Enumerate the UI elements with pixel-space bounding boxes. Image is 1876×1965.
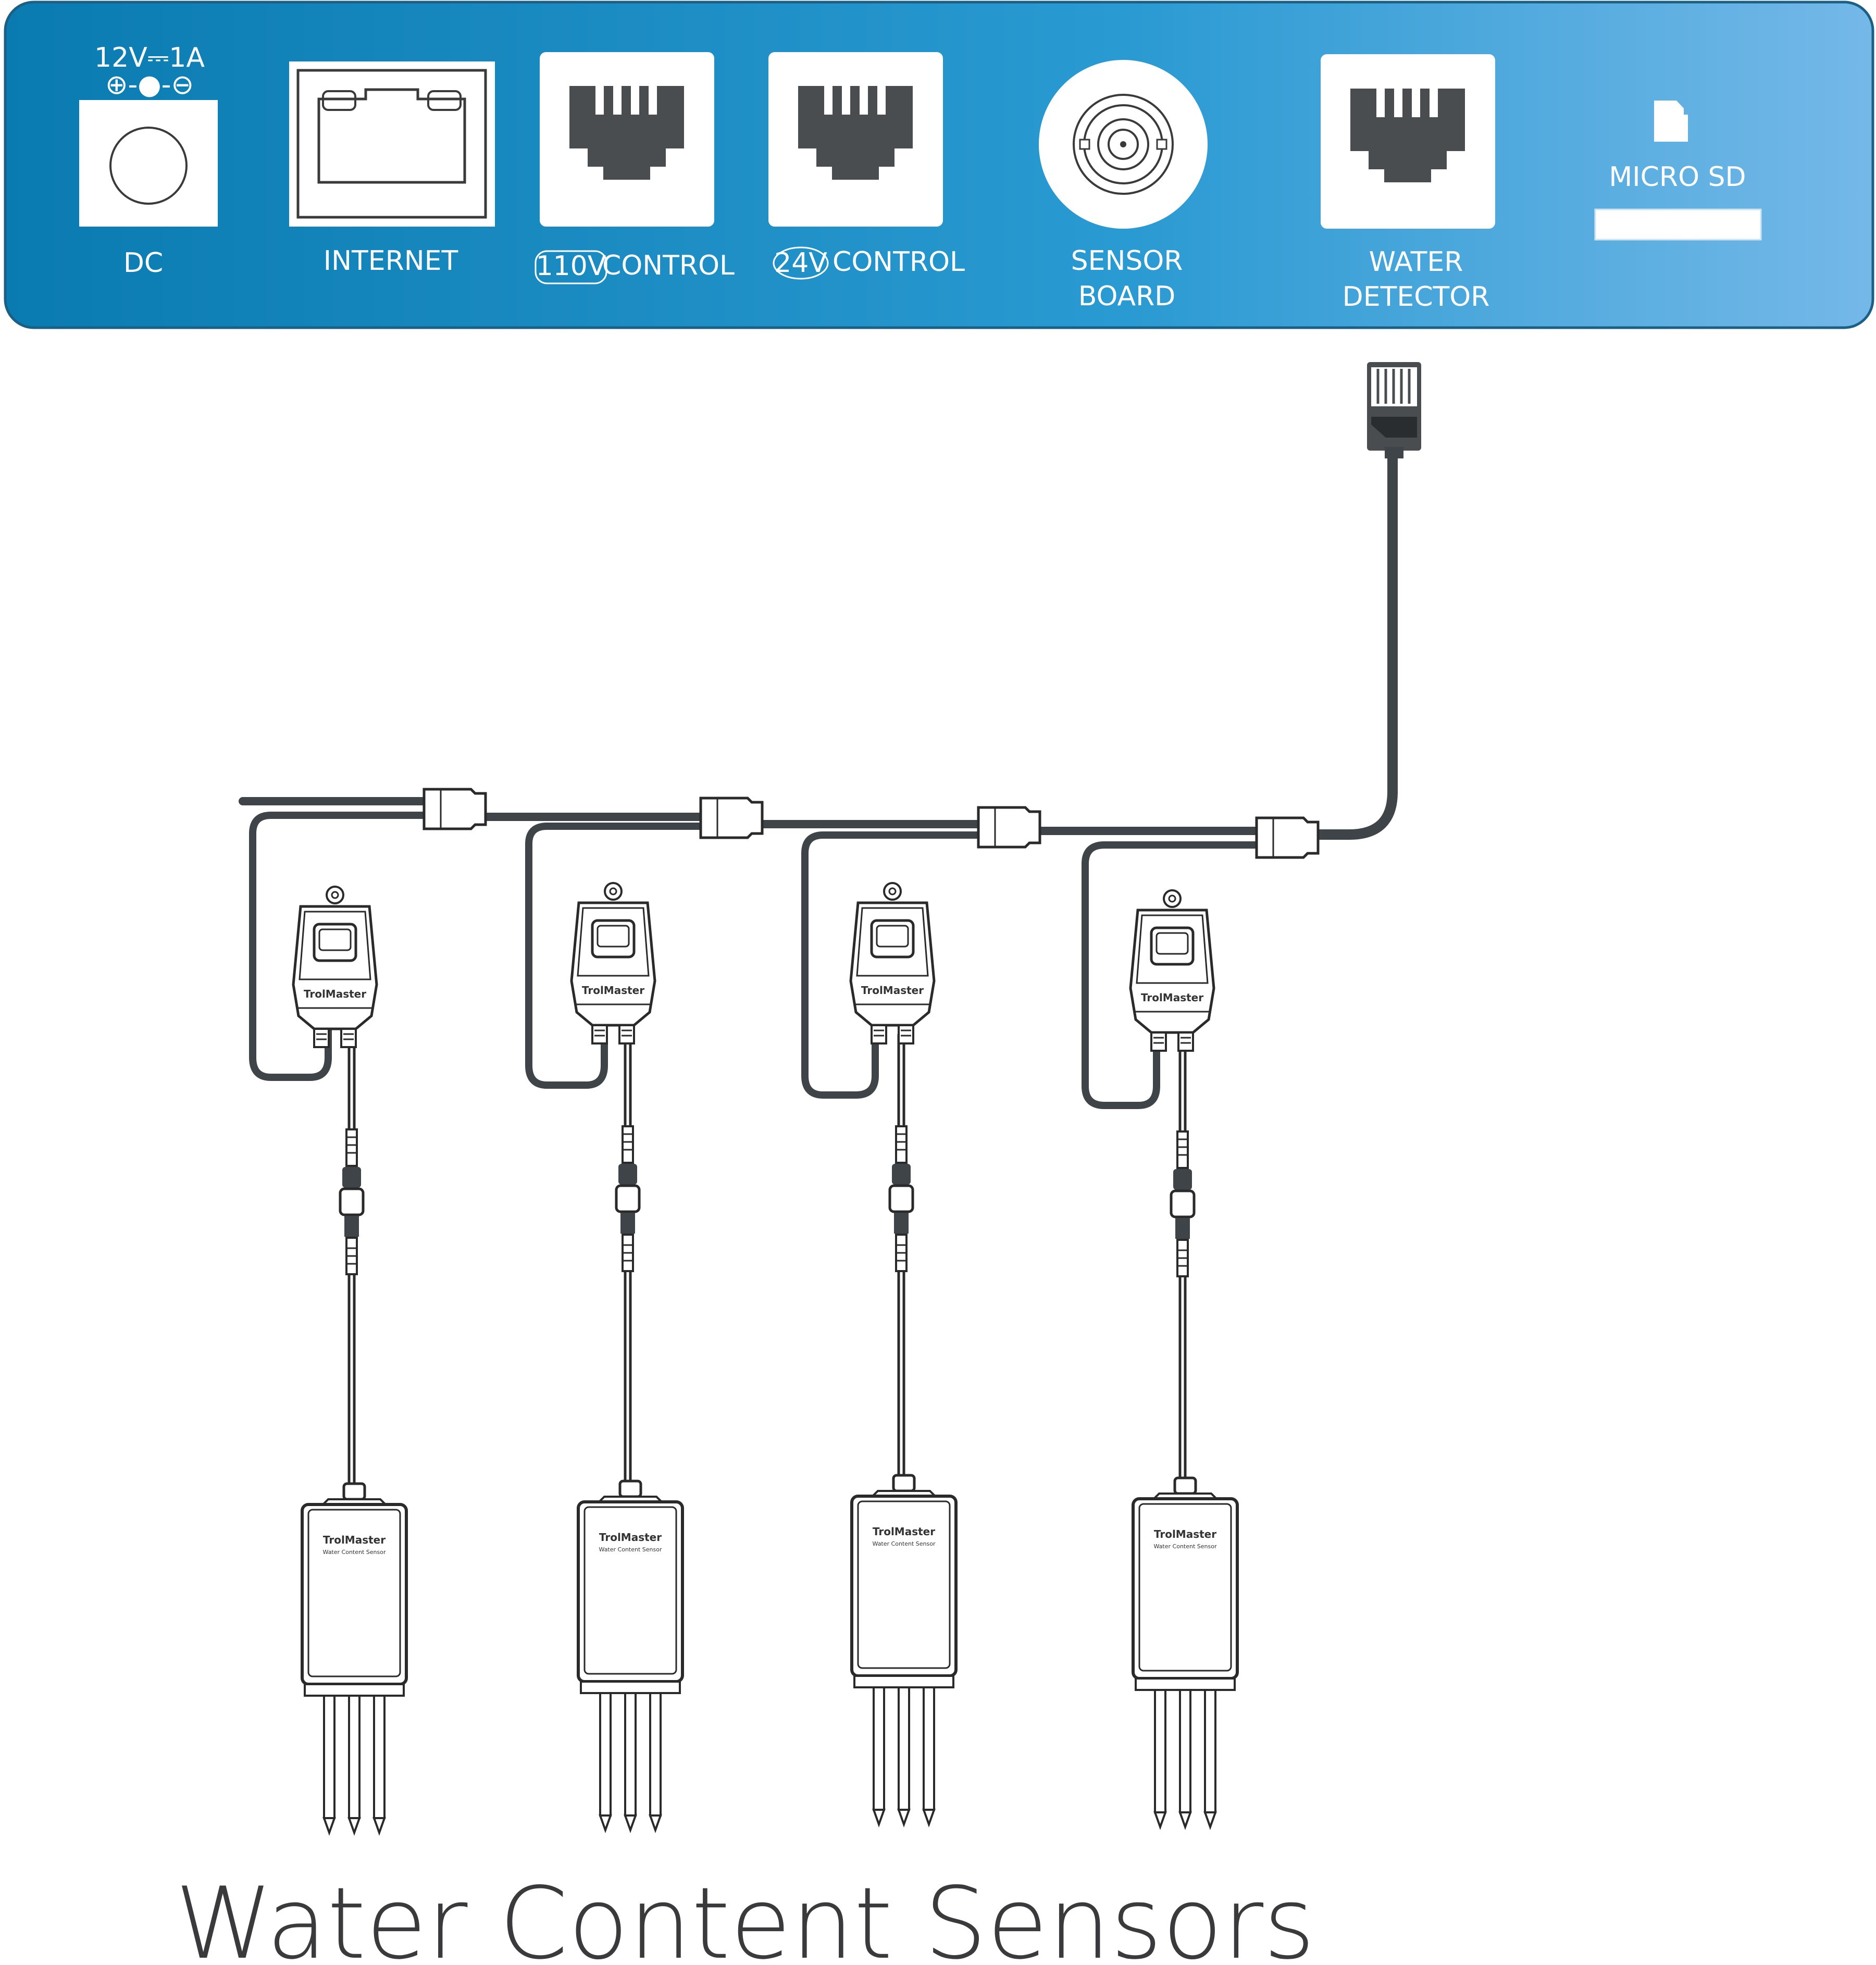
dc-polarity-icon: ⊕-●-⊖ [105, 69, 194, 101]
sensor-hub-3 [851, 883, 934, 1043]
drop-cable-2 [525, 823, 710, 1089]
control-24v-badge: 24V [774, 247, 827, 279]
sd-slot-opening [1594, 208, 1762, 241]
control-110v-label: CONTROL [602, 250, 735, 281]
splitter-4 [1257, 818, 1318, 857]
water-detector-label-2: DETECTOR [1343, 281, 1490, 313]
internet-label: INTERNET [324, 245, 458, 277]
inline-connector-3 [890, 1126, 913, 1271]
diagram-caption: Water Content Sensors [175, 1866, 1315, 1965]
sd-card-icon [1654, 101, 1688, 142]
drop-cable-1 [249, 812, 432, 1081]
drop-cable-3 [801, 831, 986, 1099]
ethernet-jack-icon [317, 88, 466, 184]
sensor-board-port[interactable]: SENSOR BOARD [1039, 60, 1208, 312]
sensor-hub-1 [293, 887, 377, 1047]
dc-port[interactable]: 12V⎓1A ⊕-●-⊖ DC [79, 42, 218, 279]
water-detector-port[interactable]: WATER DETECTOR [1321, 54, 1495, 313]
water-detector-label-1: WATER [1369, 246, 1463, 278]
sensor-hub-4 [1130, 890, 1214, 1051]
drop-cable-4 [1082, 841, 1264, 1109]
bnc-connector-icon [1073, 94, 1174, 195]
splitter-2 [701, 798, 762, 838]
inline-connector-2 [616, 1126, 639, 1271]
control-110v-port[interactable]: 110V CONTROL [535, 52, 735, 284]
micro-sd-slot[interactable]: MICRO SD [1594, 101, 1762, 241]
control-24v-port[interactable]: 24V CONTROL [768, 52, 965, 280]
rj-plug[interactable] [1367, 362, 1421, 458]
trunk-segment-2 [730, 816, 1005, 828]
internet-port[interactable]: INTERNET [289, 61, 495, 277]
dc-rating: 12V⎓1A [94, 42, 205, 73]
water-content-sensor-3 [852, 1475, 956, 1824]
control-110v-badge: 110V [536, 251, 606, 282]
water-content-sensor-4 [1133, 1478, 1237, 1827]
sensor-board-label-2: BOARD [1078, 281, 1176, 312]
water-content-sensor-2 [578, 1481, 682, 1830]
sensor-board-label-1: SENSOR [1071, 245, 1183, 277]
sensor-cables [347, 1034, 1187, 1490]
dc-label: DC [123, 247, 163, 279]
dc-jack-hole-icon [109, 127, 188, 205]
inline-connector-1 [340, 1129, 363, 1274]
sensor-hub-2 [572, 883, 655, 1043]
cable-network [239, 448, 1398, 1109]
inline-connector-4 [1171, 1131, 1194, 1276]
trunk-vertical-cable [1297, 448, 1398, 840]
control-24v-label: CONTROL [833, 246, 965, 278]
trunk-segment-3 [452, 801, 728, 821]
micro-sd-label: MICRO SD [1609, 161, 1746, 193]
splitter-3 [978, 807, 1040, 847]
trunk-segment-1 [1001, 823, 1279, 835]
water-content-sensor-1 [302, 1484, 406, 1833]
splitter-1 [424, 789, 486, 829]
